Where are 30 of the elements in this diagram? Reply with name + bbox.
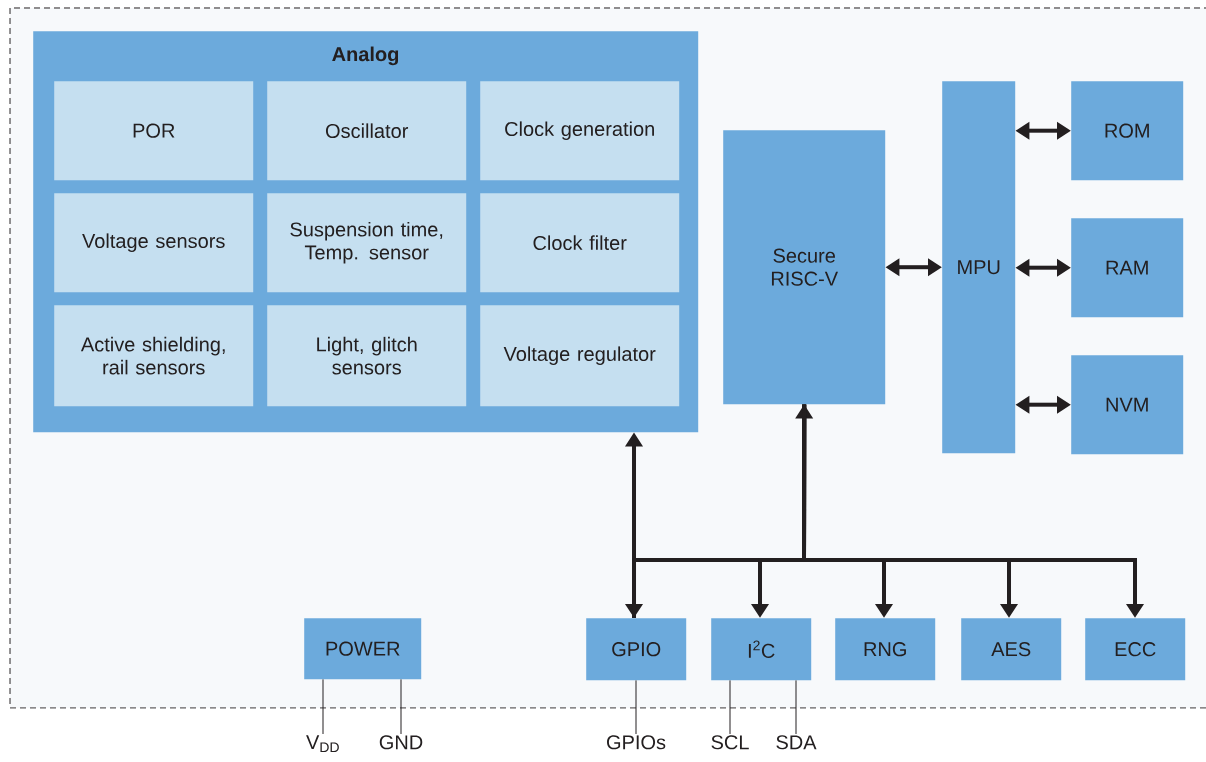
module-box: Secure RISC-V xyxy=(723,130,886,405)
function-cell: Clock generation xyxy=(480,81,680,181)
module-box: POWER xyxy=(304,618,422,680)
function-cell: Suspension time, Temp. sensor xyxy=(267,193,467,293)
function-cell: Oscillator xyxy=(267,81,467,181)
module-box: ROM xyxy=(1071,81,1184,181)
pin-label: GPIOs xyxy=(607,735,666,750)
function-cell: Clock filter xyxy=(480,193,680,293)
module-box: ECC xyxy=(1085,618,1186,681)
pin-label: SCL xyxy=(711,735,749,750)
module-box: I$^{2}$C xyxy=(711,618,812,681)
function-cell: Voltage regulator xyxy=(480,305,680,407)
module-box: NVM xyxy=(1071,355,1184,455)
module-box: RNG xyxy=(835,618,936,681)
pin-line xyxy=(322,678,324,735)
pin-line xyxy=(795,679,797,735)
function-cell: Voltage sensors xyxy=(54,193,254,293)
pin-label: GND xyxy=(379,735,423,750)
pin-label: V$_{DD}$ xyxy=(306,735,339,753)
module-box: AES xyxy=(961,618,1062,681)
function-cell: Active shielding, rail sensors xyxy=(54,305,254,407)
pin-line xyxy=(635,679,637,735)
function-cell: POR xyxy=(54,81,254,181)
module-box: RAM xyxy=(1071,218,1184,318)
pin-label: SDA xyxy=(776,735,817,750)
function-cell: Light, glitch sensors xyxy=(267,305,467,407)
pin-line xyxy=(729,679,731,735)
module-box: MPU xyxy=(942,81,1016,454)
module-box: GPIO xyxy=(586,618,687,681)
pin-line xyxy=(400,678,402,735)
